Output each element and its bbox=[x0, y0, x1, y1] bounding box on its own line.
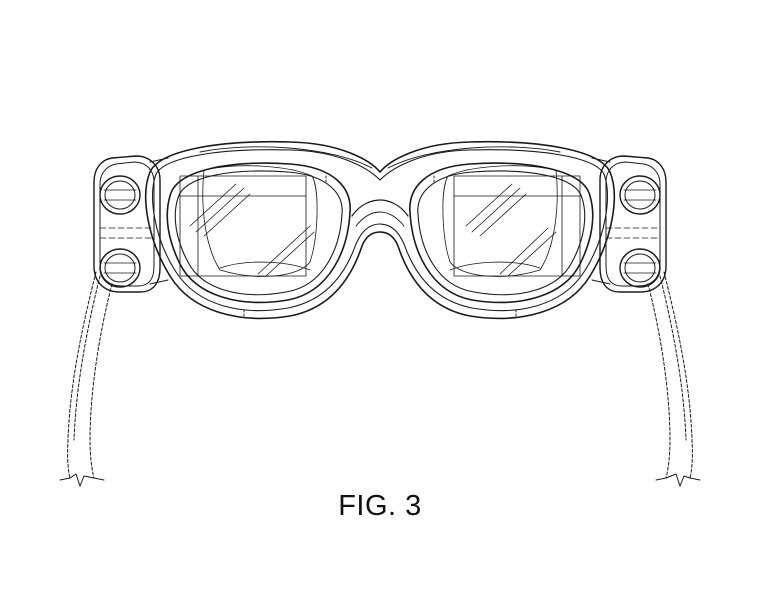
brow-line bbox=[199, 146, 561, 319]
right-temple-strap bbox=[647, 271, 693, 479]
figure-caption: FIG. 3 bbox=[338, 490, 422, 522]
right-strap-break-line bbox=[655, 473, 701, 487]
left-side-pod bbox=[93, 155, 169, 293]
right-lens-rim bbox=[409, 162, 594, 304]
right-side-pod bbox=[591, 155, 667, 293]
right-display-module bbox=[442, 165, 581, 277]
left-lens-rim bbox=[166, 162, 351, 304]
left-temple-strap bbox=[67, 271, 113, 479]
nose-bridge bbox=[351, 199, 409, 227]
left-strap-break-line bbox=[59, 473, 105, 487]
left-display-module bbox=[179, 165, 318, 277]
frame-outer bbox=[144, 140, 616, 320]
